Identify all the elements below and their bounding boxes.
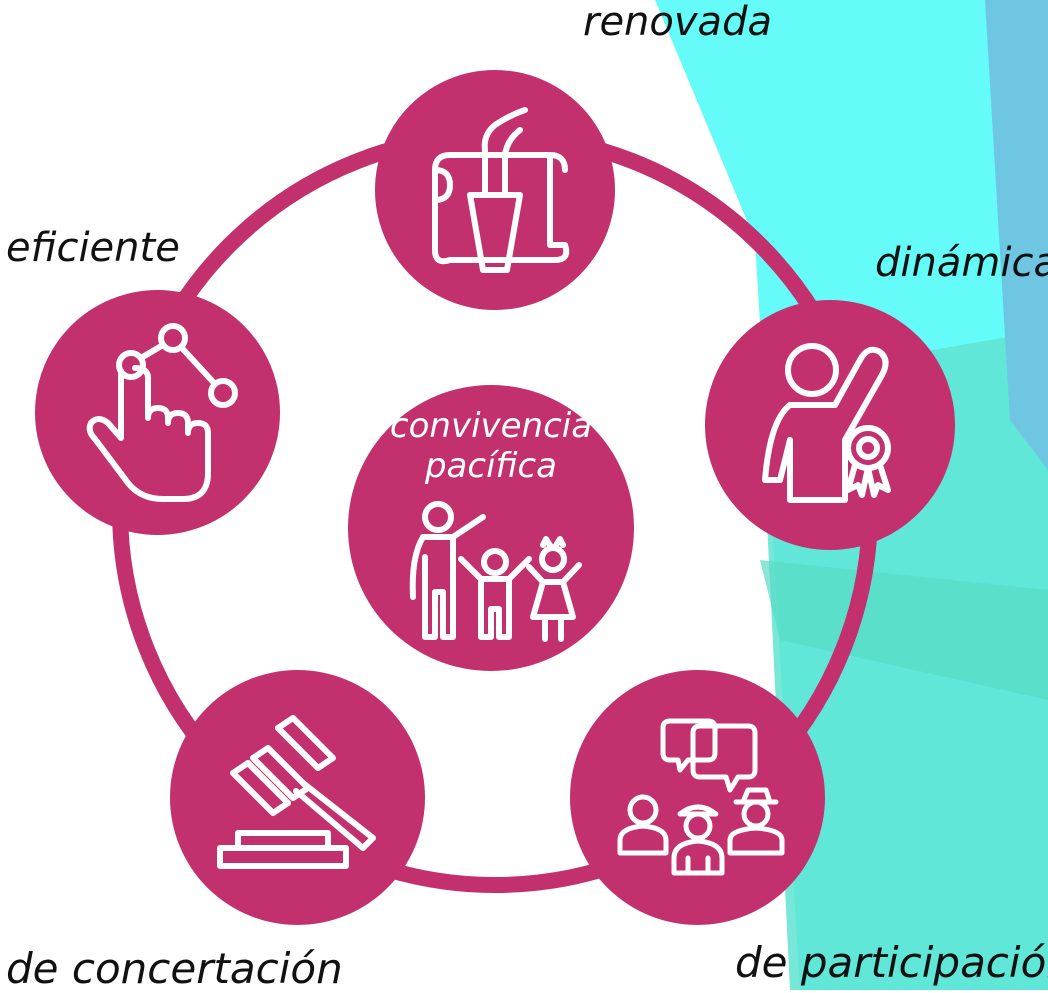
label-concertacion: de concertación xyxy=(6,944,343,993)
node-participacion xyxy=(570,670,825,925)
gavel-icon xyxy=(216,714,376,869)
label-dinamica: dinámica xyxy=(875,240,1048,286)
center-node-convivencia: convivencia pacífica xyxy=(348,385,634,671)
center-title-line1: convivencia xyxy=(389,406,593,446)
center-title-line2: pacífica xyxy=(424,446,558,486)
node-renovada xyxy=(375,70,615,310)
node-dinamica xyxy=(705,300,955,550)
bg-blue-shape xyxy=(985,0,1048,470)
label-participacion: de participación xyxy=(735,938,1048,987)
family-icon xyxy=(409,501,582,642)
award-person-icon xyxy=(762,343,891,503)
node-eficiente xyxy=(35,290,280,535)
touch-network-icon xyxy=(86,322,238,502)
label-eficiente: eficiente xyxy=(6,225,180,271)
torch-scroll-icon xyxy=(432,107,570,273)
people-dialogue-icon xyxy=(617,718,784,875)
bg-teal-band xyxy=(760,560,1048,700)
label-renovada: renovada xyxy=(583,0,772,45)
node-concertacion xyxy=(170,670,425,925)
